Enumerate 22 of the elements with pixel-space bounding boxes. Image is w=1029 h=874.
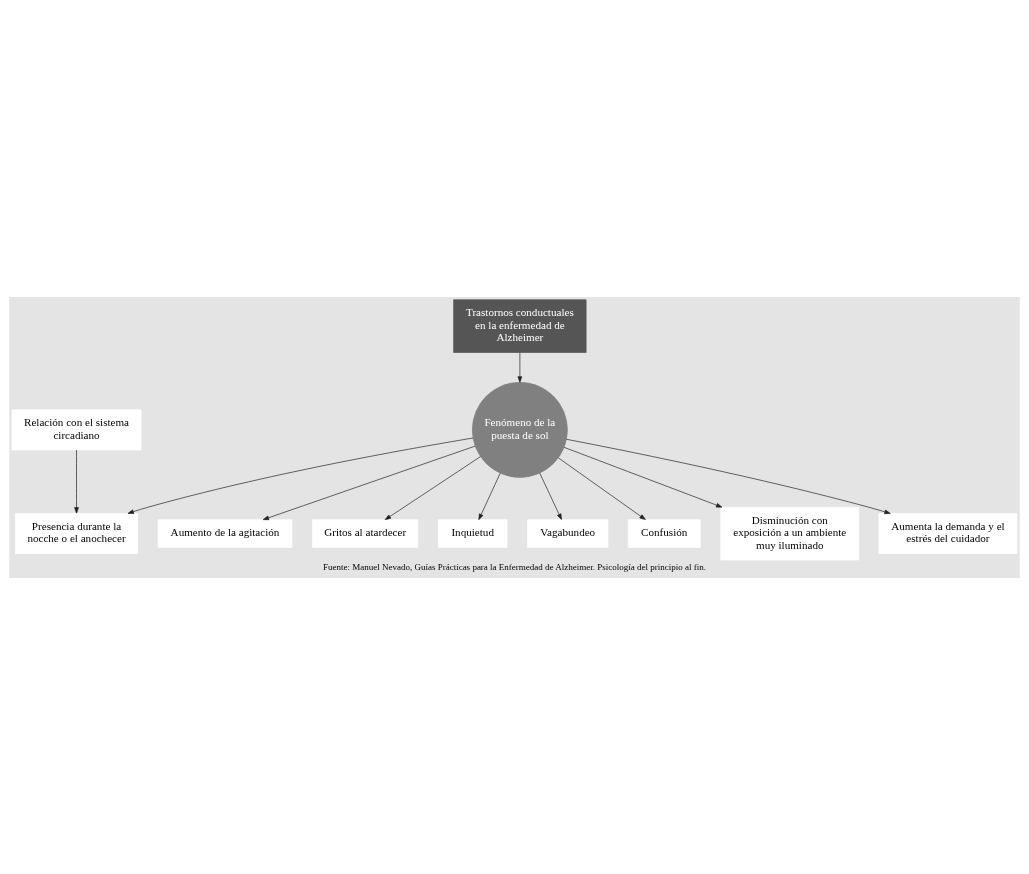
arrow [566, 438, 891, 514]
node-circle: Fenómeno de la puesta de sol [472, 381, 568, 478]
node-box: Aumento de la agitación [157, 518, 293, 548]
arrow [563, 446, 723, 508]
arrow [558, 457, 646, 520]
node-box: Vagabundeo [527, 518, 609, 548]
node-box: Presencia durante la nocche o el anochecer [15, 512, 138, 554]
arrow [478, 472, 501, 520]
node-box: Aumenta la demanda y el estrés del cuidador [878, 512, 1018, 554]
arrow [517, 351, 523, 383]
node-box: Inquietud [438, 518, 508, 548]
arrow [74, 449, 79, 513]
node-box: Confusión [627, 518, 701, 548]
arrow [539, 472, 562, 520]
caption: Fuente: Manuel Nevado, Guías Prácticas para la Enfermedad de Alzheimer. Psicología del principio al fin. [322, 561, 707, 572]
node-box: Disminución con exposición a un ambiente muy iluminado [720, 506, 860, 560]
node-box: Relación con el sistema circadiano [11, 408, 142, 450]
arrow [127, 437, 474, 514]
arrow [384, 455, 481, 520]
node-box: Trastornos conductuales en la enfermedad de Alzheimer [453, 298, 587, 353]
arrow [262, 445, 476, 520]
node-box: Gritos al atardecer [312, 518, 419, 548]
